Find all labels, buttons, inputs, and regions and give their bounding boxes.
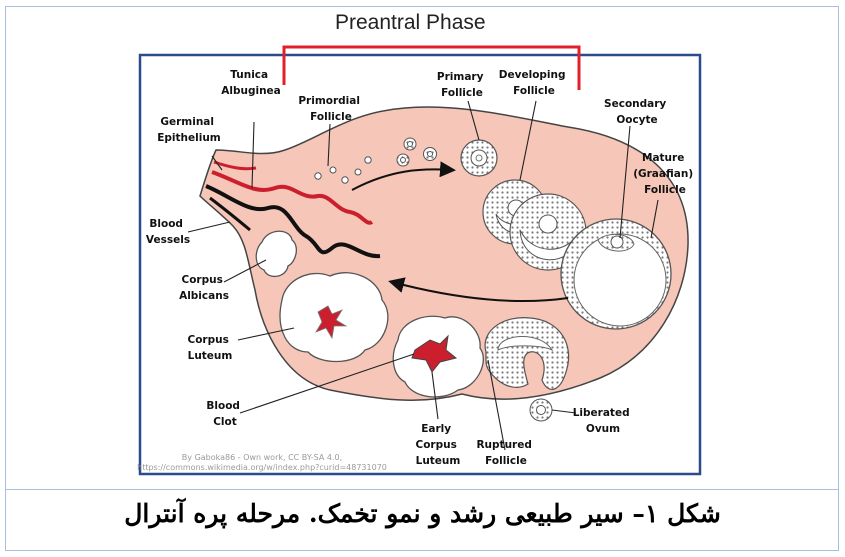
figure-caption: شکل ۱– سیر طبیعی رشد و نمو تخمک. مرحله پ… xyxy=(0,499,845,528)
mature-follicle xyxy=(561,219,671,329)
liberated-ovum xyxy=(530,399,552,421)
ovary-diagram: Tunica Albuginea Primordial Follicle Pri… xyxy=(0,0,845,487)
label-early-corpus-luteum: Early Corpus Luteum xyxy=(416,423,461,467)
caption-divider xyxy=(6,489,838,490)
ovary-figure: Preantral Phase xyxy=(0,0,845,487)
ruptured-follicle xyxy=(485,318,568,390)
credit-line-2: https://commons.wikimedia.org/w/index.ph… xyxy=(137,463,387,472)
primary-follicle xyxy=(461,140,497,176)
phase-title: Preantral Phase xyxy=(335,11,486,35)
credit-line-1: By Gaboka86 - Own work, CC BY-SA 4.0, xyxy=(182,453,342,462)
